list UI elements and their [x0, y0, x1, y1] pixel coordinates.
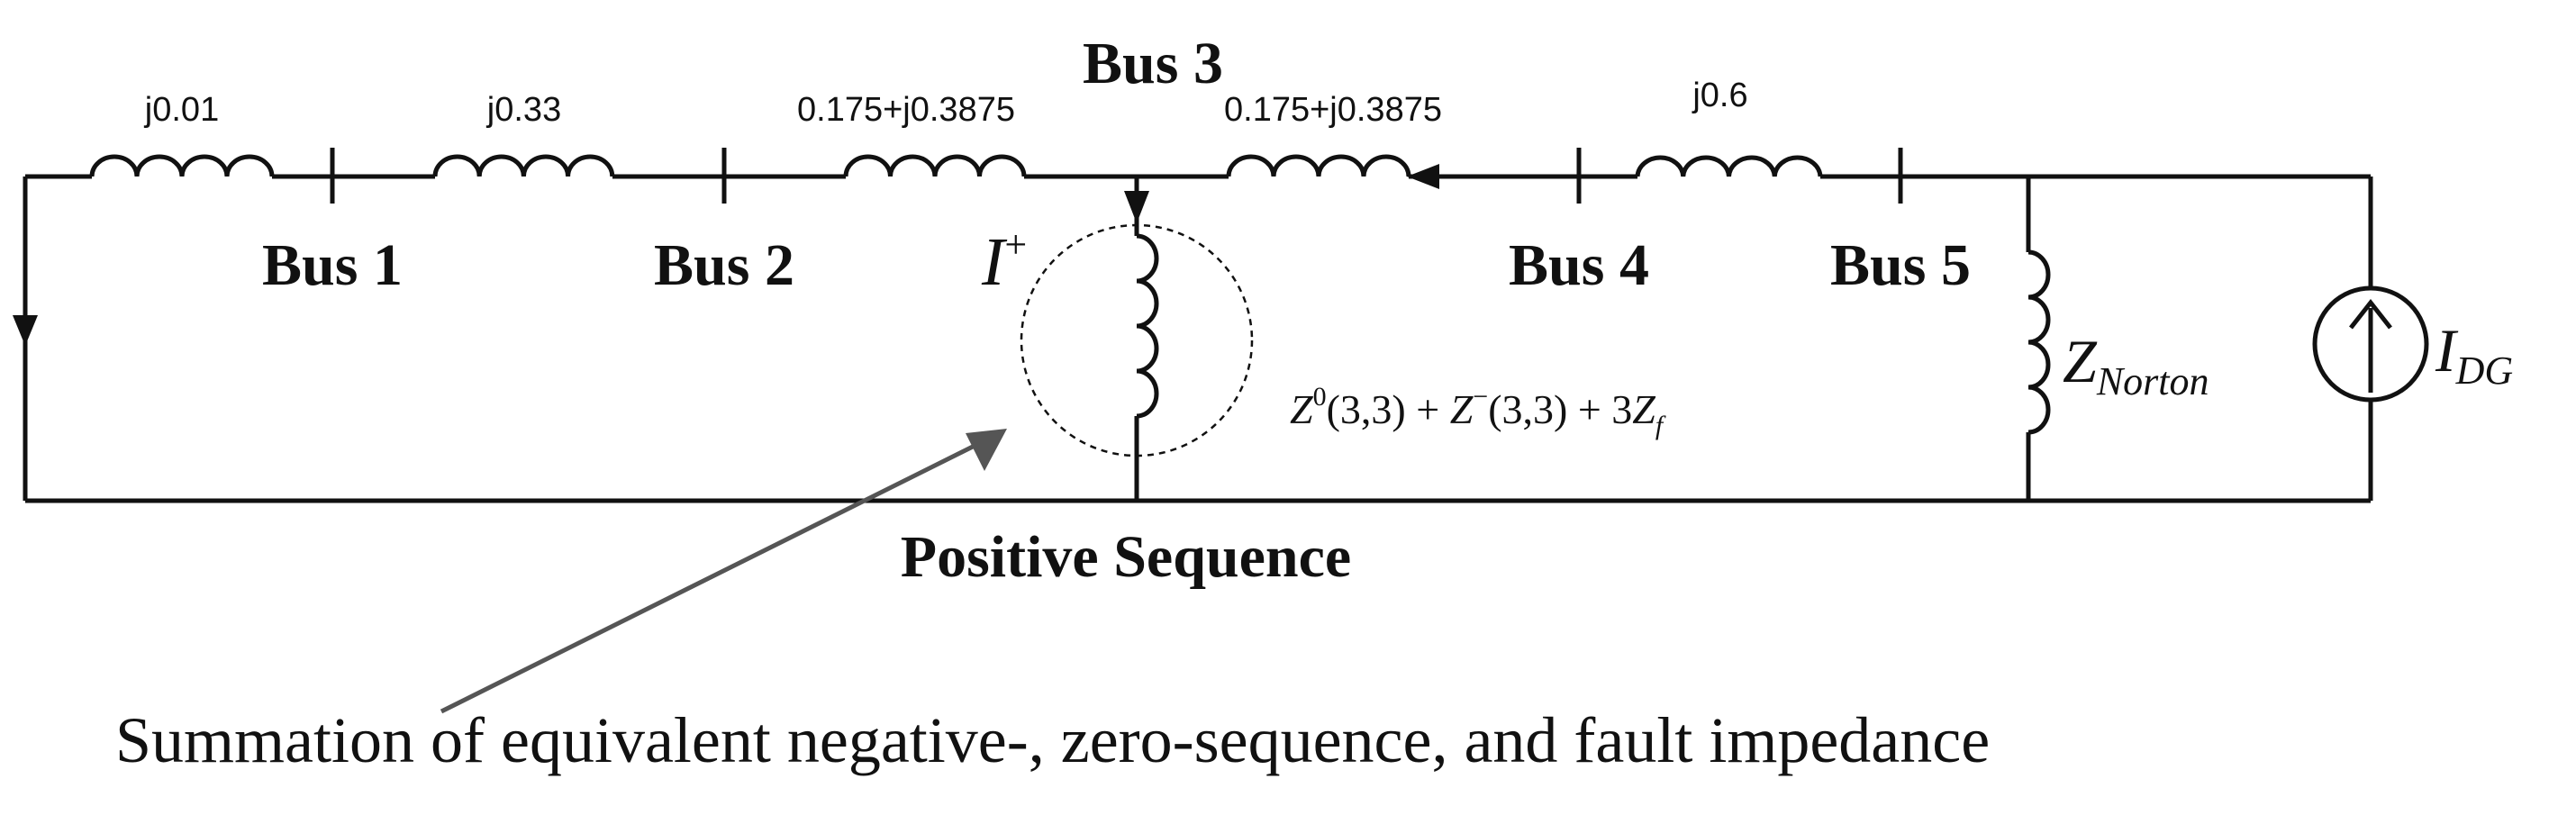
inductor-z45 [1635, 155, 1823, 177]
norton-branch [2026, 177, 2051, 501]
current-source [2312, 177, 2429, 501]
bus2-label: Bus 2 [654, 232, 794, 298]
bus3-label: Bus 3 [1083, 31, 1223, 96]
inductor-z23 [843, 154, 1027, 177]
annotation-caption: Summation of equivalent negative-, zero-… [115, 704, 1990, 776]
annotation-arrow-head [966, 429, 1007, 471]
equiv-impedance-label: Z0(3,3) + Z−(3,3) + 3Zf [1290, 382, 1666, 440]
fault-dashed-circle [1020, 223, 1254, 457]
z34-label: 0.175+j0.3875 [1224, 91, 1442, 129]
i-dg-label: IDG [2435, 316, 2513, 393]
annotation-arrow-line [440, 435, 993, 714]
current-source-arrow-head [2349, 298, 2392, 330]
z23-label: 0.175+j0.3875 [797, 91, 1015, 129]
bus4-label: Bus 4 [1509, 232, 1649, 298]
inductor-z01 [89, 154, 275, 177]
z45-label: j0.6 [1692, 77, 1747, 114]
z01-label: j0.01 [144, 91, 219, 129]
left-current-arrow [13, 315, 38, 346]
bus-ticks [330, 148, 1903, 204]
fault-branch [1020, 177, 1254, 501]
fault-current-arrow [1124, 191, 1149, 223]
bus1-label: Bus 1 [262, 232, 403, 298]
line-current-arrow [1407, 164, 1439, 189]
fault-current-label: I+ [981, 222, 1027, 300]
z12-label: j0.33 [486, 91, 561, 129]
z-norton-label: ZNorton [2063, 327, 2209, 403]
network-title: Positive Sequence [901, 524, 1351, 590]
inductor-z34 [1226, 154, 1411, 177]
inductor-z12 [432, 154, 615, 177]
bus5-label: Bus 5 [1830, 232, 1971, 298]
